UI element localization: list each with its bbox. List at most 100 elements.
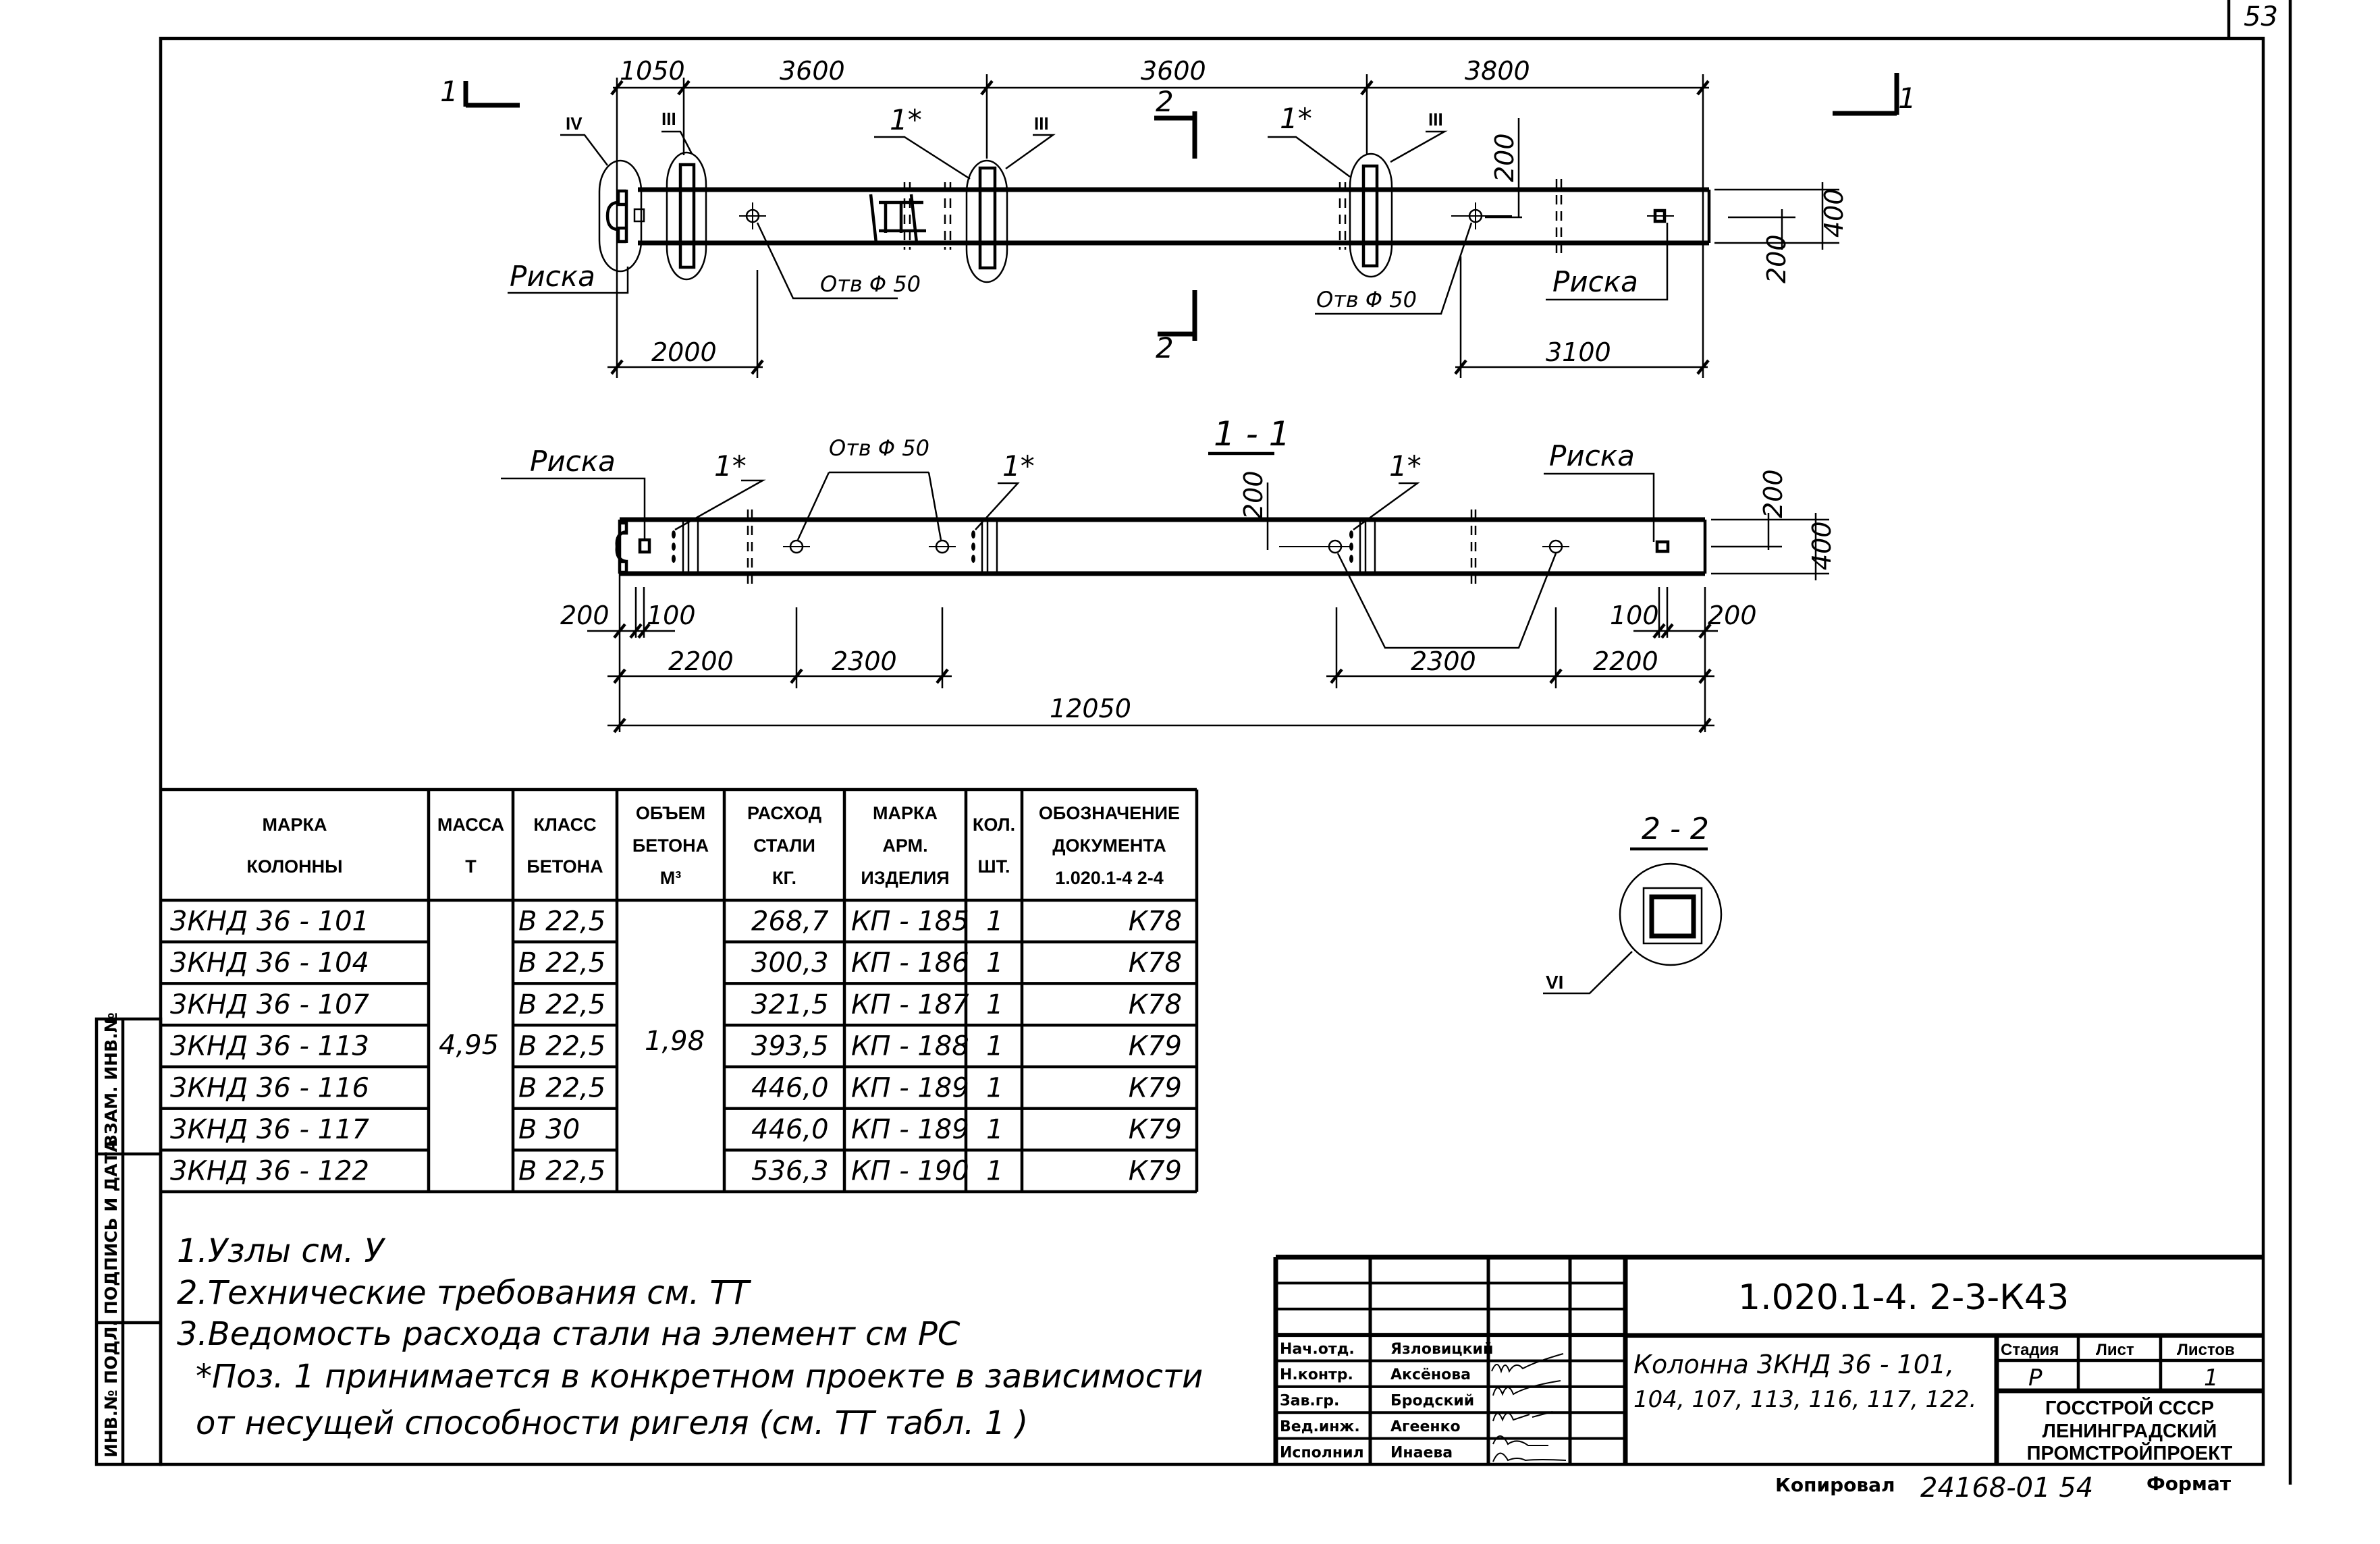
table-cell-class: В 22,5 bbox=[518, 906, 605, 937]
approval-name: Аксёнова bbox=[1390, 1367, 1471, 1383]
title-block-grid bbox=[1276, 1257, 1625, 1464]
table-cell-arm: КП - 187 bbox=[851, 989, 969, 1020]
leader-mark-left bbox=[508, 267, 629, 294]
table-header-text: ОБОЗНАЧЕНИЕ bbox=[1039, 803, 1180, 823]
table-header-text: ИЗДЕЛИЯ bbox=[861, 868, 949, 888]
section-2-2-leader bbox=[1543, 951, 1633, 995]
leader-hole-left bbox=[756, 222, 898, 300]
section-position-label-1a: 1* bbox=[714, 449, 747, 482]
format-label: Формат bbox=[2146, 1472, 2232, 1495]
section-2-2-title: 2 - 2 bbox=[1642, 812, 1709, 846]
node-label-IV: IV bbox=[566, 113, 583, 134]
table-header-text: ОБЪЕМ bbox=[636, 803, 705, 823]
side-stamp: ВЗАМ. ИНВ.№ ПОДПИСЬ И ДАТА ИНВ.№ ПОДЛ. bbox=[94, 1012, 163, 1466]
table-cell-qty: 1 bbox=[986, 1031, 1003, 1062]
table-cell-steel: 446,0 bbox=[751, 1114, 829, 1145]
table-cell-doc: К79 bbox=[1129, 1031, 1182, 1062]
table-cell-arm: КП - 186 bbox=[851, 947, 969, 978]
table-header-text: КОЛОННЫ bbox=[246, 856, 342, 877]
approval-row: Зав.гр.Бродский bbox=[1280, 1393, 1474, 1410]
table-cell-steel: 300,3 bbox=[751, 947, 829, 978]
plan-view: 1050 3600 3600 3800 2000 3100 400 200 20… bbox=[440, 56, 1916, 378]
consolette-lines bbox=[682, 520, 1376, 574]
section-leader-mark-left bbox=[501, 477, 646, 540]
table-cell-qty: 1 bbox=[986, 1114, 1003, 1145]
section-dim-2200-left: 2200 bbox=[668, 646, 734, 676]
node-label-III-1: III bbox=[661, 109, 676, 129]
hole-label-right: Отв Φ 50 bbox=[1316, 287, 1417, 312]
spec-table: МАРКАКОЛОННЫМАССАТКЛАССБЕТОНАОБЪЕМБЕТОНА… bbox=[161, 788, 1199, 1194]
table-cell-mark: 3КНД 36 - 107 bbox=[170, 989, 370, 1020]
drawing-title-line-1: Колонна 3КНД 36 - 101, bbox=[1633, 1350, 1954, 1379]
section-2-2-callout bbox=[1619, 862, 1723, 966]
approval-role: Зав.гр. bbox=[1280, 1393, 1339, 1410]
table-cell-steel: 321,5 bbox=[751, 989, 829, 1020]
table-cell-doc: К78 bbox=[1129, 906, 1182, 937]
section-leader-holes-right bbox=[1336, 553, 1557, 649]
original-inv-label: ИНВ.№ ПОДЛ. bbox=[101, 1320, 121, 1458]
dim-2000: 2000 bbox=[651, 337, 717, 367]
table-cell-steel: 446,0 bbox=[751, 1072, 829, 1103]
leader-III-2 bbox=[1005, 134, 1056, 170]
node-label-III-2: III bbox=[1034, 113, 1049, 134]
sheets-header: Листов bbox=[2177, 1341, 2235, 1359]
approval-role: Исполнил bbox=[1280, 1444, 1364, 1461]
side-stamp-border bbox=[94, 1017, 163, 1466]
approval-name: Язловицкий bbox=[1390, 1341, 1493, 1358]
note-footnote-1: *Поз. 1 принимается в конкретном проекте… bbox=[196, 1358, 1203, 1396]
approval-role: Н.контр. bbox=[1280, 1367, 1353, 1383]
sheet-header: Лист bbox=[2096, 1341, 2134, 1359]
section-leader-holes-left bbox=[796, 471, 942, 541]
signature-date-label: ПОДПИСЬ И ДАТА bbox=[101, 1138, 121, 1315]
stage-header: Стадия bbox=[2001, 1341, 2059, 1359]
table-cell-class: В 22,5 bbox=[518, 1031, 605, 1062]
table-cell-doc: К78 bbox=[1129, 947, 1182, 978]
table-header-text: БЕТОНА bbox=[526, 856, 603, 877]
approval-row: Нач.отд. Язловицкий bbox=[1280, 1341, 1493, 1358]
hole-1-axis bbox=[739, 202, 766, 229]
consolette-1 bbox=[678, 163, 696, 269]
copy-number: 24168-01 54 bbox=[1920, 1472, 2093, 1504]
table-cell-class: В 30 bbox=[518, 1114, 580, 1145]
stage-value: Р bbox=[2028, 1364, 2043, 1391]
table-header-text: КЛАСС bbox=[533, 815, 596, 835]
dim-3800: 3800 bbox=[1465, 56, 1530, 86]
table-cell-class: В 22,5 bbox=[518, 1156, 605, 1187]
table-cell-qty: 1 bbox=[986, 947, 1003, 978]
table-cell-class: В 22,5 bbox=[518, 947, 605, 978]
section-2-marks bbox=[1154, 111, 1197, 341]
table-header-text: БЕТОНА bbox=[632, 835, 709, 856]
table-cell-arm: КП - 189 bbox=[851, 1072, 969, 1103]
replaced-inv-label: ВЗАМ. ИНВ.№ bbox=[101, 1012, 121, 1147]
note-1: 1.Узлы см. У bbox=[177, 1232, 386, 1270]
section-1-label-right: 1 bbox=[1898, 82, 1916, 115]
table-cell-mark: 3КНД 36 - 117 bbox=[170, 1114, 370, 1145]
note-footnote-2: от несущей способности ригеля (см. ТТ та… bbox=[196, 1404, 1028, 1442]
table-cell-qty: 1 bbox=[986, 1156, 1003, 1187]
table-cell-mark: 3КНД 36 - 116 bbox=[170, 1072, 369, 1103]
table-header-text: АРМ. bbox=[882, 835, 927, 856]
table-header-text: 1.020.1-4 2-4 bbox=[1055, 868, 1164, 888]
table-header-text: КОЛ. bbox=[973, 815, 1015, 835]
sheets-value: 1 bbox=[2204, 1364, 2219, 1391]
section-2-2-rebar-cage bbox=[1649, 894, 1696, 939]
section-position-label-1c: 1* bbox=[1389, 449, 1422, 482]
org-line-3: ПРОМСТРОЙПРОЕКТ bbox=[2027, 1441, 2233, 1464]
approval-role: Нач.отд. bbox=[1280, 1341, 1355, 1358]
node-III-callout-2 bbox=[965, 159, 1008, 283]
hole-2-axis bbox=[1451, 202, 1512, 229]
section-leader-pos-1c bbox=[1353, 482, 1420, 531]
section-dim-hole-offset: 200 bbox=[1239, 470, 1268, 520]
position-label-1a: 1* bbox=[890, 103, 922, 136]
approval-name: Агеенко bbox=[1390, 1418, 1461, 1435]
table-cell-doc: К79 bbox=[1129, 1156, 1182, 1187]
table-header-text: МАРКА bbox=[873, 803, 938, 823]
dim-extension-lines bbox=[616, 74, 1704, 378]
section-position-label-1b: 1* bbox=[1002, 449, 1035, 482]
section-2-2-node-label: VI bbox=[1546, 972, 1563, 993]
notes: 1.Узлы см. У 2.Технические требования см… bbox=[177, 1232, 1203, 1442]
